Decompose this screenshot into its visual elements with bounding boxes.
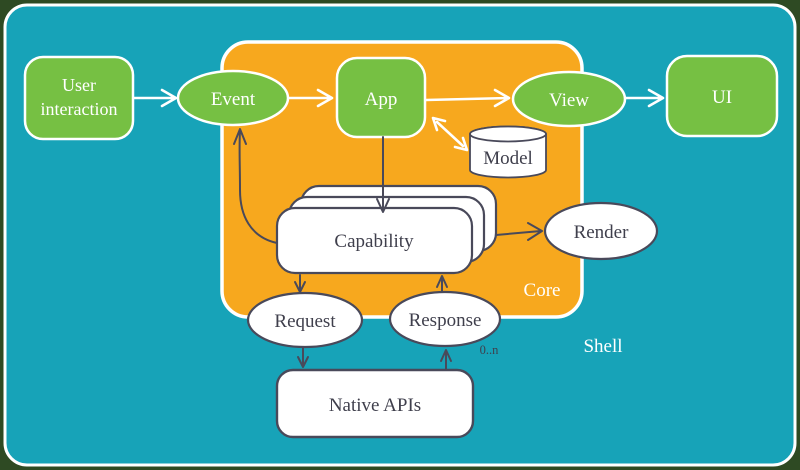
app-box <box>335 56 427 139</box>
event-ellipse <box>176 69 290 127</box>
event-node: Event <box>176 69 290 127</box>
arrow-view-to-ui <box>624 88 665 108</box>
arrow-event-to-app <box>287 88 334 108</box>
shell-region-label: Shell <box>583 336 622 357</box>
response-node: Response <box>388 290 502 348</box>
request-ellipse <box>246 291 364 349</box>
ui-node: UI <box>665 54 779 138</box>
core-region-label: Core <box>524 280 561 301</box>
arrow-request-to-native-apis <box>297 347 309 368</box>
capability-label: Capability <box>334 231 414 252</box>
capability-box-front <box>275 206 474 275</box>
request-node: Request <box>246 291 364 349</box>
user-interaction-node: User interaction <box>23 55 135 141</box>
render-label: Render <box>574 222 630 243</box>
arrow-app-model-bidirectional <box>431 116 469 152</box>
request-label: Request <box>274 311 336 332</box>
arrow-app-to-capability <box>376 136 390 213</box>
arrow-capability-to-event <box>233 128 278 244</box>
response-ellipse <box>388 290 502 348</box>
native-apis-label: Native APIs <box>329 395 421 416</box>
model-label: Model <box>483 148 533 169</box>
user-interaction-label-line2: interaction <box>41 99 118 119</box>
view-label: View <box>549 90 589 111</box>
arrow-capability-to-render <box>495 222 543 241</box>
native-apis-box <box>275 368 475 439</box>
arrow-user-to-event <box>131 88 178 108</box>
ui-box <box>665 54 779 138</box>
native-apis-node: Native APIs <box>275 368 475 439</box>
event-label: Event <box>211 89 256 110</box>
model-node: Model <box>469 125 547 179</box>
arrow-response-to-capability <box>436 275 448 294</box>
capability-node: Capability <box>275 184 498 275</box>
render-node: Render <box>543 201 659 261</box>
arrow-native-apis-to-response <box>440 349 452 370</box>
app-node: App <box>335 56 427 139</box>
user-interaction-box <box>23 55 135 141</box>
model-cylinder-top <box>469 125 547 143</box>
render-ellipse <box>543 201 659 261</box>
view-ellipse <box>511 70 627 128</box>
multiplicity-label: 0..n <box>480 343 500 357</box>
response-label: Response <box>409 310 482 331</box>
view-node: View <box>511 70 627 128</box>
ui-label: UI <box>712 87 732 108</box>
arrow-app-to-view <box>424 88 511 108</box>
user-interaction-label-line1: User <box>62 75 96 95</box>
app-label: App <box>365 89 398 110</box>
